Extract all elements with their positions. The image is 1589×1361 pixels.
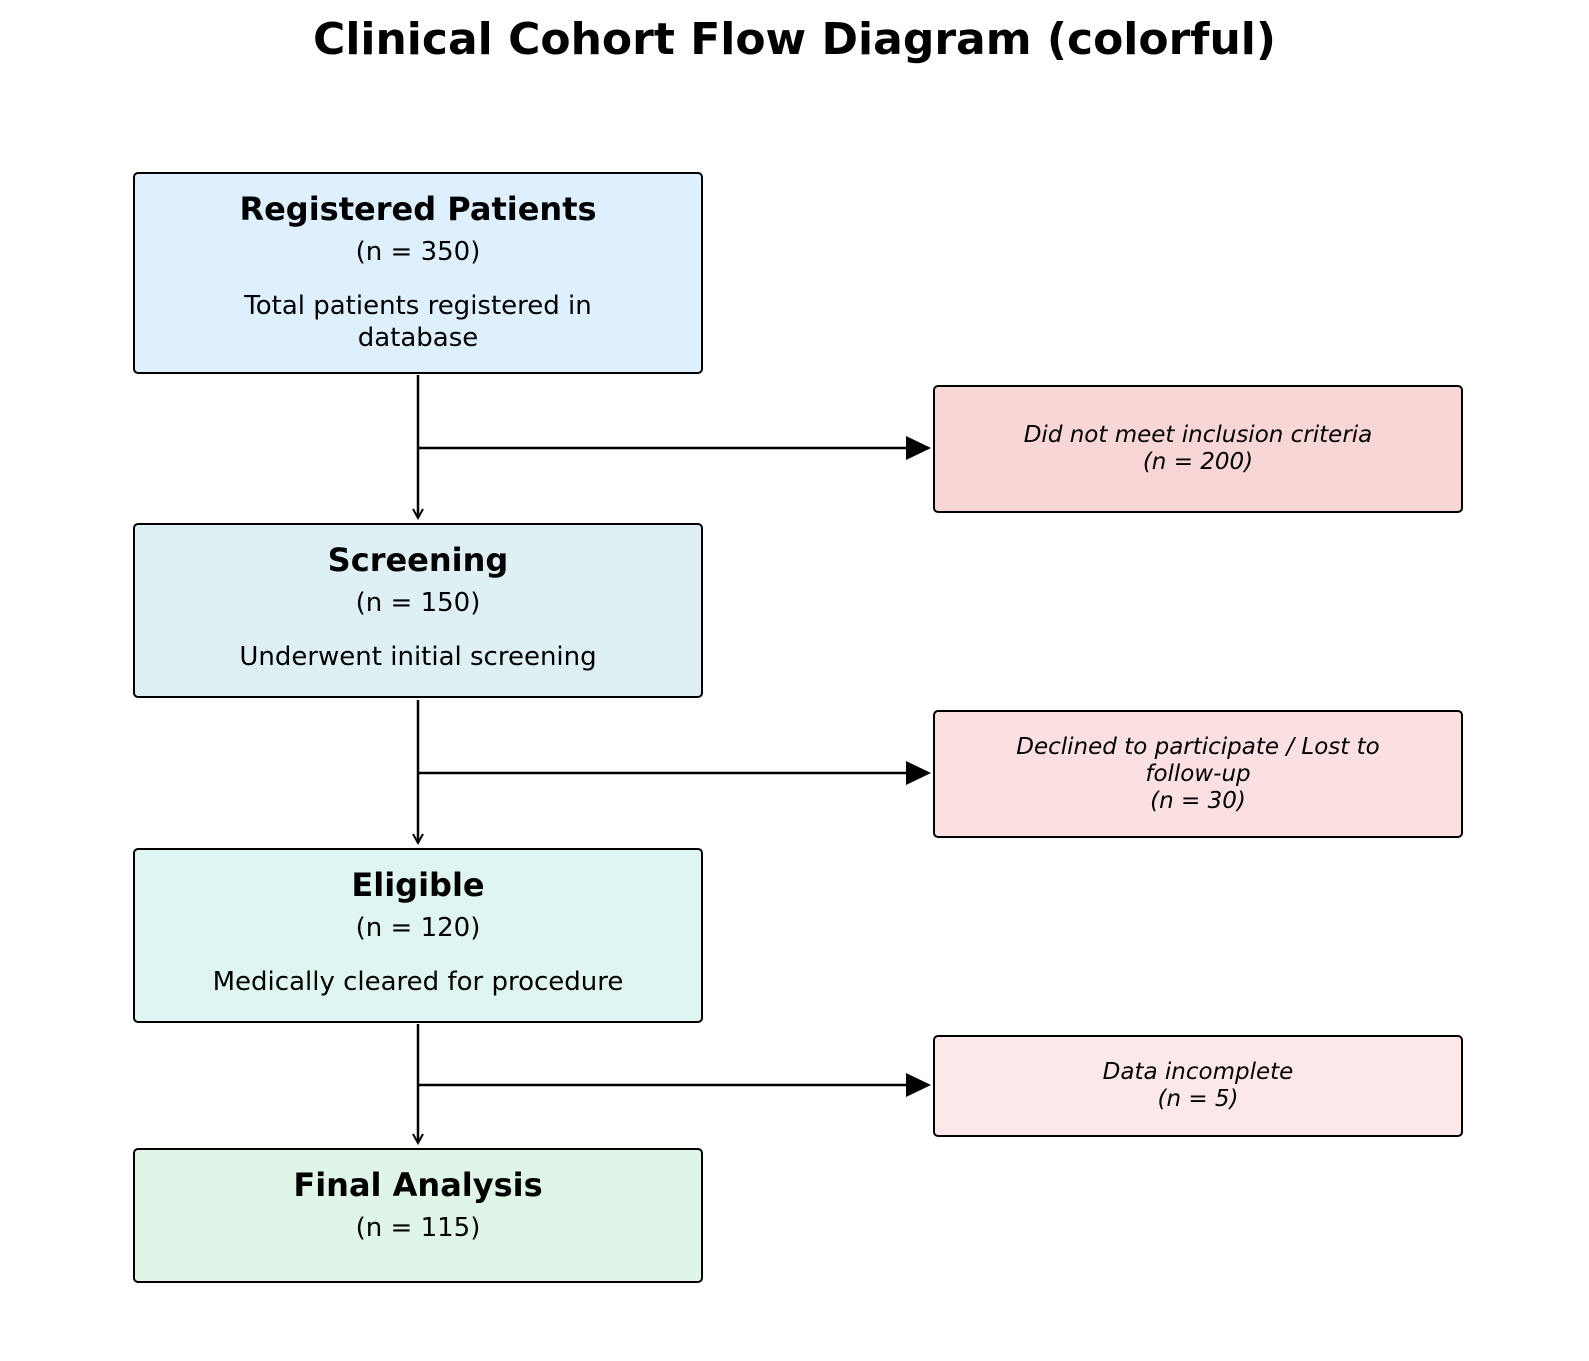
exclusion-count: (n = 5) [1157, 1086, 1239, 1112]
exclusion-arrowhead-1 [906, 436, 931, 460]
exclusion-arrowhead-3 [906, 1073, 931, 1097]
stage-title: Eligible [351, 866, 485, 904]
exclusion-box-declined: Declined to participate / Lost to follow… [933, 710, 1463, 838]
stage-box-final-analysis: Final Analysis (n = 115) [133, 1148, 703, 1283]
exclusion-box-data-incomplete: Data incomplete (n = 5) [933, 1035, 1463, 1137]
exclusion-count: (n = 30) [1150, 787, 1246, 814]
stage-box-registered-patients: Registered Patients (n = 350) Total pati… [133, 172, 703, 374]
stage-description: Medically cleared for procedure [212, 967, 624, 997]
stage-title: Final Analysis [293, 1166, 543, 1204]
exclusion-reason: Data incomplete [1102, 1059, 1294, 1085]
exclusion-reason: Declined to participate / Lost to follow… [1016, 733, 1380, 787]
stage-description: Total patients registered in database [244, 291, 592, 353]
stage-count: (n = 350) [355, 237, 481, 267]
stage-title: Screening [327, 541, 509, 579]
stage-count: (n = 115) [355, 1213, 481, 1243]
exclusion-arrowhead-2 [906, 761, 931, 785]
exclusion-reason: Did not meet inclusion criteria [1023, 422, 1373, 448]
exclusion-box-inclusion-criteria: Did not meet inclusion criteria (n = 200… [933, 385, 1463, 513]
stage-count: (n = 120) [355, 913, 481, 943]
stage-box-eligible: Eligible (n = 120) Medically cleared for… [133, 848, 703, 1023]
stage-count: (n = 150) [355, 588, 481, 618]
stage-box-screening: Screening (n = 150) Underwent initial sc… [133, 523, 703, 698]
stage-description: Underwent initial screening [239, 642, 597, 672]
page-title: Clinical Cohort Flow Diagram (colorful) [313, 14, 1276, 65]
stage-title: Registered Patients [239, 190, 597, 228]
exclusion-count: (n = 200) [1142, 449, 1254, 475]
